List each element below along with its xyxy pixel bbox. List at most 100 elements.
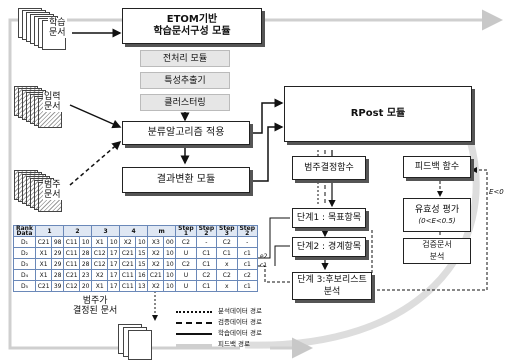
table-cell: X3 bbox=[147, 236, 165, 248]
table-cell: 10 bbox=[107, 236, 121, 248]
table-cell: C1 bbox=[216, 247, 238, 259]
table-cell: C2 bbox=[175, 236, 197, 248]
e-less-than-zero-label: E<0 bbox=[489, 188, 504, 196]
table-cell: - bbox=[195, 236, 218, 248]
step3-candidate-list: 단계 3:후보리스트 분석 bbox=[292, 272, 372, 300]
rank-header-cell: 4 bbox=[119, 225, 149, 237]
rpost-module-title: RPost 모듈 bbox=[284, 86, 472, 142]
table-cell: C12 bbox=[62, 280, 81, 292]
legend-line-grey bbox=[176, 344, 212, 347]
table-cell: c1 bbox=[236, 247, 258, 259]
table-cell: 17 bbox=[107, 280, 121, 292]
table-annotation-c1: c1 bbox=[260, 262, 268, 269]
rank-header-cell: 1 bbox=[34, 225, 65, 237]
table-cell: C1 bbox=[195, 258, 218, 270]
table-cell: C2 bbox=[216, 269, 238, 281]
converter-module: 결과변환 모듈 bbox=[122, 167, 250, 193]
validity-condition: (0<E<0.5) bbox=[418, 217, 456, 225]
table-cell: 17 bbox=[107, 247, 121, 259]
verify-doc-analysis: 검증문서 분석 bbox=[403, 238, 471, 264]
category-function: 범주결정함수 bbox=[292, 156, 366, 180]
table-cell: 98 bbox=[51, 236, 64, 248]
table-cell: C11 bbox=[119, 280, 137, 292]
table-cell: X1 bbox=[91, 236, 109, 248]
table-cell: C1 bbox=[195, 280, 218, 292]
input-docs-label: 입력 문서 bbox=[43, 92, 62, 112]
legend: 분석데이터 경로 검증데이터 경로 학습데이터 경로 피드백 경로 bbox=[176, 306, 306, 354]
input-docs-stack: 입력 문서 bbox=[14, 86, 70, 128]
rank-header-cell: Step 1 bbox=[175, 225, 197, 237]
table-cell: 10 bbox=[135, 236, 149, 248]
etom-step-clustering: 클러스터링 bbox=[140, 94, 230, 111]
table-cell: 15 bbox=[135, 247, 149, 259]
etom-step-feature-extractor: 특성추출기 bbox=[140, 72, 230, 89]
table-cell: X1 bbox=[34, 269, 53, 281]
table-cell: 10 bbox=[163, 280, 177, 292]
table-cell: 23 bbox=[79, 269, 93, 281]
table-cell: C21 bbox=[119, 258, 137, 270]
table-cell: C21 bbox=[119, 247, 137, 259]
legend-label-verify: 검증데이터 경로 bbox=[218, 318, 262, 326]
rank-header-cell: 3 bbox=[91, 225, 121, 237]
table-cell: x bbox=[216, 258, 238, 270]
table-cell: D₃ bbox=[13, 258, 36, 270]
table-cell: 10 bbox=[163, 258, 177, 270]
table-cell: c2 bbox=[236, 269, 258, 281]
rank-header-cell: Step 3 bbox=[216, 225, 238, 237]
validity-evaluation-box bbox=[403, 198, 471, 232]
table-cell: 29 bbox=[51, 258, 64, 270]
table-cell: X2 bbox=[147, 280, 165, 292]
table-cell: C21 bbox=[62, 269, 81, 281]
validity-evaluation: 유효성 평가 bbox=[414, 205, 460, 215]
categorised-docs-label: 범주가 결정된 문서 bbox=[73, 296, 118, 316]
rank-table: Rank Data 1 2 3 4 m Step 1 Step 2 Step 3… bbox=[13, 225, 258, 292]
step1-target-item: 단계1 : 목표항목 bbox=[292, 208, 366, 228]
classified-docs-stack: 범주 문서 bbox=[14, 170, 70, 212]
table-cell: 00 bbox=[163, 236, 177, 248]
table-cell: - bbox=[236, 236, 258, 248]
table-cell: 10 bbox=[79, 236, 93, 248]
table-cell: 29 bbox=[51, 247, 64, 259]
table-row: D₄ X1 28 C21 23 X2 17 C11 16 C21 10 U C2… bbox=[13, 269, 258, 281]
rank-header-cell: Step 2 bbox=[195, 225, 218, 237]
table-cell: C12 bbox=[91, 258, 109, 270]
classifier-module: 분류알고리즘 적용 bbox=[122, 121, 250, 145]
legend-label-learning: 학습데이터 경로 bbox=[218, 329, 262, 337]
table-cell: C21 bbox=[34, 280, 53, 292]
table-cell: X1 bbox=[34, 258, 53, 270]
table-cell: C21 bbox=[34, 236, 53, 248]
categorised-docs-stack bbox=[118, 324, 158, 360]
table-cell: 20 bbox=[79, 280, 93, 292]
table-annotation-e2: e2 bbox=[260, 253, 268, 260]
table-cell: D₄ bbox=[13, 269, 36, 281]
rank-header-cell: Rank Data bbox=[13, 225, 36, 237]
table-cell: C11 bbox=[119, 269, 137, 281]
rank-header-cell: Step 2 bbox=[236, 225, 258, 237]
table-cell: C1 bbox=[195, 247, 218, 259]
table-cell: U bbox=[175, 269, 197, 281]
table-cell: 17 bbox=[107, 269, 121, 281]
table-cell: C21 bbox=[147, 269, 165, 281]
table-cell: 28 bbox=[79, 258, 93, 270]
table-cell: c1 bbox=[236, 258, 258, 270]
learning-docs-stack: 학습 문서 bbox=[18, 8, 74, 50]
rank-table-header: Rank Data 1 2 3 4 m Step 1 Step 2 Step 3… bbox=[13, 225, 258, 237]
table-cell: 28 bbox=[79, 247, 93, 259]
rank-header-cell: 2 bbox=[62, 225, 93, 237]
legend-line-dotted bbox=[176, 311, 212, 313]
feedback-function: 피드백 함수 bbox=[403, 156, 471, 178]
table-row: D₁ C21 98 C11 10 X1 10 X2 10 X3 00 C2 - … bbox=[13, 236, 258, 248]
table-cell: D₅ bbox=[13, 280, 36, 292]
table-cell: c1 bbox=[236, 280, 258, 292]
table-cell: C11 bbox=[62, 258, 81, 270]
table-cell: X2 bbox=[91, 269, 109, 281]
legend-line-dashed bbox=[176, 322, 212, 324]
table-cell: U bbox=[175, 280, 197, 292]
table-cell: C12 bbox=[91, 247, 109, 259]
table-row: D₅ C21 39 C12 20 X1 17 C11 13 X2 10 U C1… bbox=[13, 280, 258, 292]
legend-label-feedback: 피드백 경로 bbox=[218, 340, 250, 348]
table-cell: C11 bbox=[62, 236, 81, 248]
table-cell: 10 bbox=[163, 247, 177, 259]
table-cell: U bbox=[175, 247, 197, 259]
table-row: D₃ X1 29 C11 28 C12 17 C21 15 X2 10 C2 C… bbox=[13, 258, 258, 270]
